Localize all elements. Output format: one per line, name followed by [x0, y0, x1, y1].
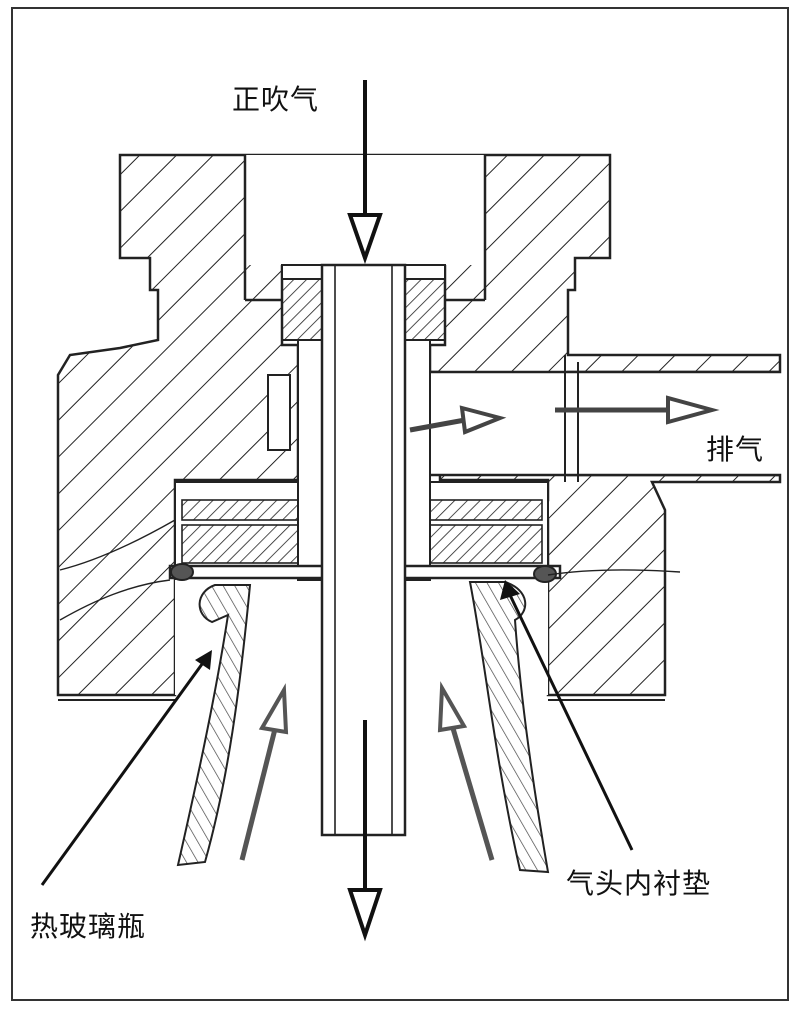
exhaust-arrow-outer-icon — [555, 395, 720, 425]
label-positive-blow: 正吹气 — [232, 83, 320, 116]
blow-in-arrow-icon — [347, 80, 383, 265]
exhaust-arrow-inner-icon — [409, 405, 507, 435]
head-liner-leader — [500, 580, 634, 851]
glass-bottle-right-wall — [468, 581, 550, 874]
hot-glass-bottle-leader — [40, 650, 212, 886]
glass-bottle-left-wall — [176, 584, 252, 867]
label-hot-glass-bottle: 热玻璃瓶 — [30, 910, 147, 943]
outer-frame — [11, 7, 789, 1001]
housing-body — [56, 153, 782, 697]
side-key — [267, 374, 291, 451]
label-head-liner: 气头内衬垫 — [566, 867, 712, 900]
o-ring-left — [170, 563, 194, 581]
upflow-arrow-left-icon — [239, 683, 289, 861]
label-exhaust: 排气 — [706, 433, 765, 466]
blow-out-arrow-icon — [347, 720, 383, 942]
upflow-arrow-right-icon — [437, 681, 495, 861]
